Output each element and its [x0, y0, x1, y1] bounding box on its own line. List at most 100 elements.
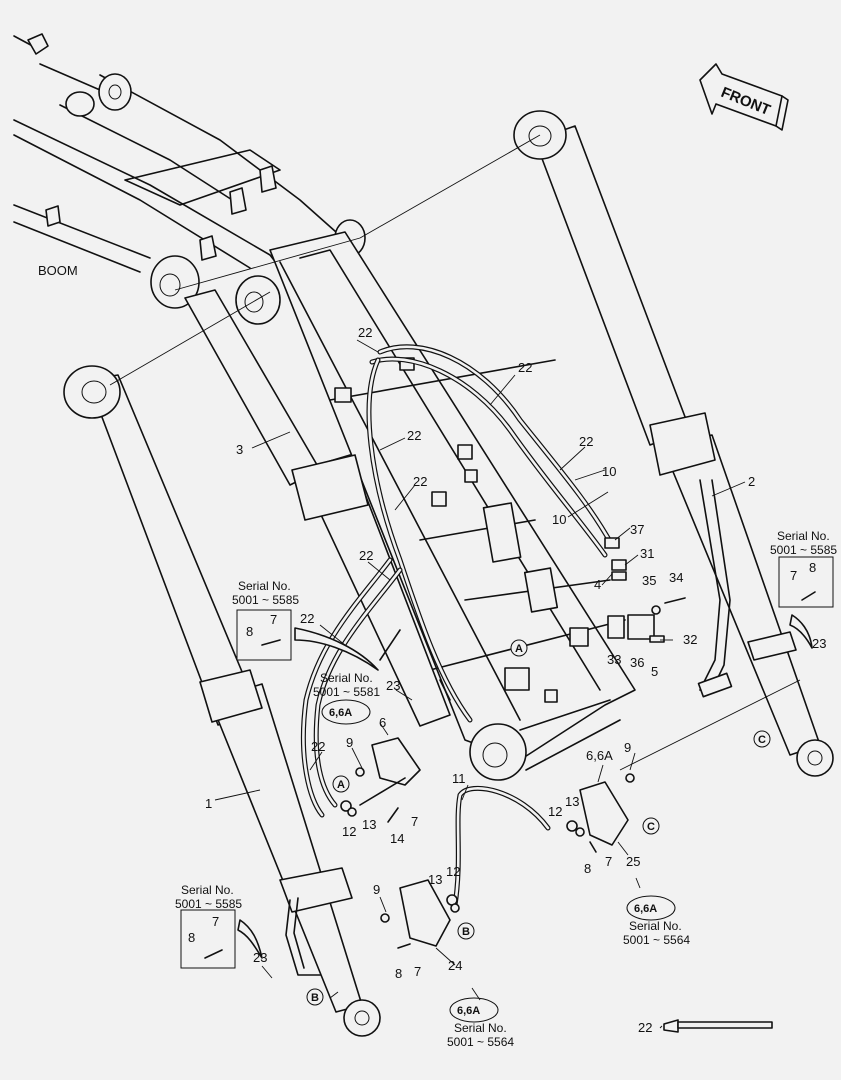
box-label-8: 8	[188, 930, 195, 945]
label-tie: 22	[300, 611, 314, 626]
label-tie: 22	[311, 739, 325, 754]
marker-b: B	[311, 992, 319, 1004]
label-10: 10	[552, 512, 566, 527]
label-tie: 22	[407, 428, 421, 443]
box-label-7: 7	[212, 914, 219, 929]
label-13: 13	[428, 872, 442, 887]
valve-right	[566, 773, 635, 853]
label-23-center: 23	[386, 678, 400, 693]
marker-c2-circle	[753, 730, 771, 748]
marker-c: C	[758, 734, 766, 746]
label-10: 10	[602, 464, 616, 479]
cylinder-1	[63, 365, 381, 1037]
marker-c: C	[647, 821, 655, 833]
label-11: 11	[452, 771, 466, 786]
oval-6-6a-right	[626, 895, 676, 921]
label-7: 7	[414, 964, 421, 979]
boom-structure: BOOM	[13, 33, 366, 325]
label-12: 12	[342, 824, 356, 839]
leader-lines	[214, 339, 746, 1029]
oval-text: 6,6A	[329, 707, 352, 719]
label-32: 32	[683, 632, 697, 647]
oval-6-6a-bottom	[449, 997, 499, 1023]
hoses	[300, 344, 615, 908]
serial-label: Serial No.	[320, 671, 373, 685]
label-36: 36	[630, 655, 644, 670]
label-33: 33	[607, 652, 621, 667]
label-cyl-1: 1	[205, 796, 212, 811]
marker-b2-circle	[306, 988, 324, 1006]
label-12: 12	[446, 864, 460, 879]
marker-a2-circle	[332, 775, 350, 793]
label-6-6a: 6,6A	[586, 748, 613, 763]
serial-range-right: 5001 ~ 5585	[770, 543, 837, 557]
label-24: 24	[448, 958, 462, 973]
oval-text: 6,6A	[634, 903, 657, 915]
label-23-right: 23	[812, 636, 826, 651]
part-labels: 3 1 2 22 22 22 22 22 22 22 22 22 10 10 3…	[205, 325, 826, 1035]
label-14: 14	[390, 831, 404, 846]
serial-range-bottom-center: 5001 ~ 5564	[447, 1035, 514, 1049]
label-8: 8	[395, 966, 402, 981]
boom-label: BOOM	[38, 263, 78, 278]
oval-text: 6,6A	[457, 1005, 480, 1017]
serial-texts: Serial No. 5001 ~ 5585 8 7 Serial No. 50…	[175, 529, 837, 1049]
serial-label: Serial No.	[454, 1021, 507, 1035]
valve-bottom	[380, 879, 460, 949]
valve-center	[340, 737, 421, 823]
label-cyl-3: 3	[236, 442, 243, 457]
marker-b-circle	[457, 922, 475, 940]
serial-box-left	[236, 609, 292, 661]
label-5: 5	[651, 664, 658, 679]
label-37: 37	[630, 522, 644, 537]
label-35: 35	[642, 573, 656, 588]
label-4: 4	[594, 577, 601, 592]
label-31: 31	[640, 546, 654, 561]
label-tie: 22	[413, 474, 427, 489]
cylinder-2	[513, 110, 834, 777]
cable-tie-legend	[663, 1019, 773, 1033]
box-label-8: 8	[246, 624, 253, 639]
label-tie-legend: 22	[638, 1020, 652, 1035]
marker-c-circle	[642, 817, 660, 835]
marker-letters: A A B B C C	[311, 643, 766, 1004]
label-9: 9	[373, 882, 380, 897]
serial-box-bottom-left	[180, 909, 236, 969]
marker-a: A	[337, 779, 345, 791]
oval-6-6a-center	[321, 699, 371, 725]
serial-box-right	[778, 556, 834, 608]
label-25: 25	[626, 854, 640, 869]
serial-label: Serial No.	[181, 883, 234, 897]
label-13: 13	[362, 817, 376, 832]
marker-b: B	[462, 926, 470, 938]
label-tie: 22	[358, 325, 372, 340]
serial-range-center: 5001 ~ 5581	[313, 685, 380, 699]
front-arrow: FRONT	[699, 63, 789, 131]
label-cyl-2: 2	[748, 474, 755, 489]
label-6: 6	[379, 715, 386, 730]
box-label-7: 7	[270, 612, 277, 627]
box-label-7: 7	[790, 568, 797, 583]
box-label-8: 8	[809, 560, 816, 575]
label-tie: 22	[518, 360, 532, 375]
label-tie: 22	[359, 548, 373, 563]
serial-range-bottom-right: 5001 ~ 5564	[623, 933, 690, 947]
label-8: 8	[584, 861, 591, 876]
clamp-group	[604, 537, 686, 643]
serial-range-bottom-left: 5001 ~ 5585	[175, 897, 242, 911]
label-tie: 22	[579, 434, 593, 449]
serial-label: Serial No.	[238, 579, 291, 593]
boom-center-section	[269, 231, 636, 781]
cylinder-3	[184, 289, 451, 727]
label-23-bottom: 23	[253, 950, 267, 965]
guide-lines	[109, 134, 801, 771]
label-12: 12	[548, 804, 562, 819]
label-9: 9	[624, 740, 631, 755]
serial-label: Serial No.	[629, 919, 682, 933]
marker-a-circle	[510, 639, 528, 657]
label-9: 9	[346, 735, 353, 750]
marker-a: A	[515, 643, 523, 655]
label-34: 34	[669, 570, 683, 585]
label-7: 7	[411, 814, 418, 829]
